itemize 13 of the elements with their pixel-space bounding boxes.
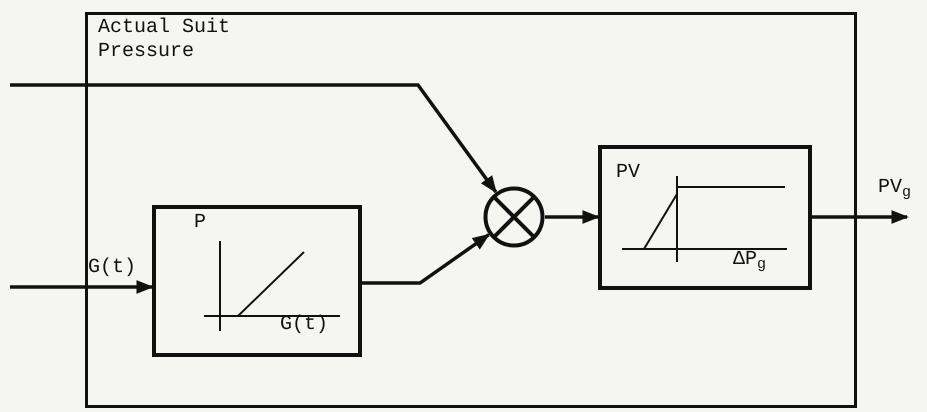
signal-arrow	[10, 280, 154, 294]
axis-label: P	[194, 213, 206, 233]
axis-label: PV	[616, 163, 640, 183]
signal-arrow	[10, 83, 498, 194]
axis-label: ΔP$_{g}$	[733, 250, 766, 270]
system-boundary-box	[85, 12, 857, 408]
signal-arrow	[545, 210, 600, 224]
function-block	[152, 205, 362, 357]
signal-label: PV$_{g}$	[878, 176, 912, 200]
summing-junction	[483, 186, 545, 248]
signal-arrow	[812, 210, 909, 224]
signal-arrow	[362, 233, 490, 285]
function-block	[598, 145, 812, 290]
